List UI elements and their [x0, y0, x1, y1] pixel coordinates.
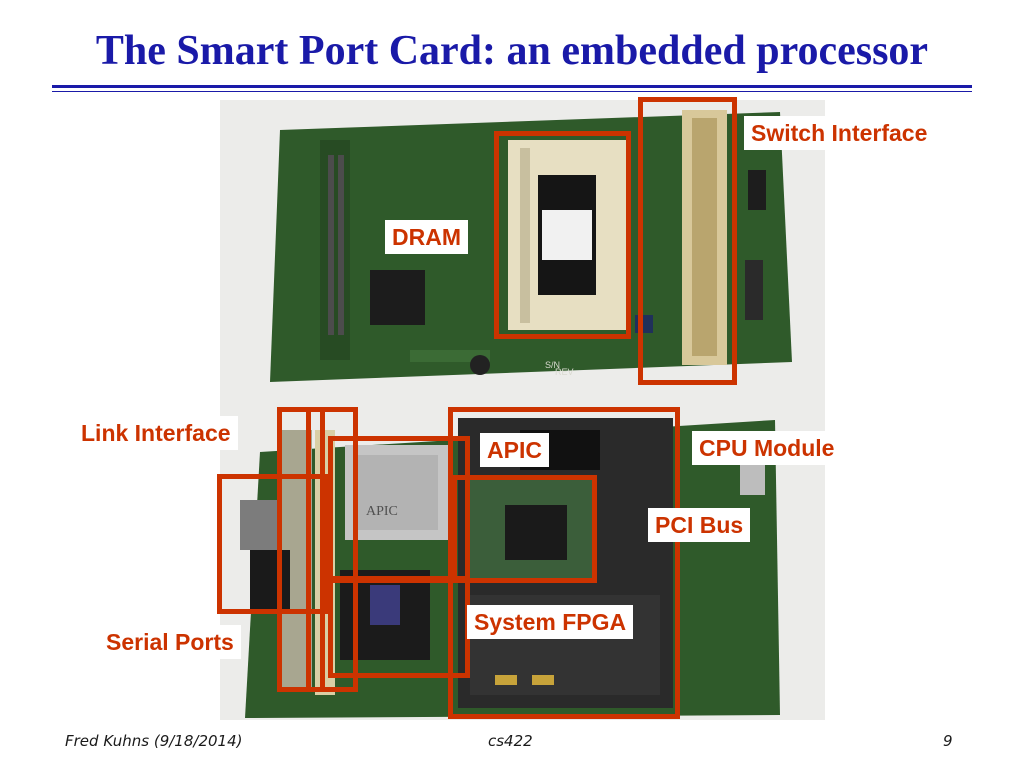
serial-ports-highlight — [217, 474, 329, 614]
system-fpga-highlight — [328, 576, 470, 678]
link-interface-highlight-b — [306, 407, 358, 692]
system-fpga-label: System FPGA — [467, 605, 634, 640]
apic-label: APIC — [480, 433, 549, 468]
dram-highlight — [494, 131, 631, 339]
cpu-module-highlight — [448, 407, 680, 719]
slide-title: The Smart Port Card: an embedded process… — [95, 28, 929, 74]
pci-bus-label: PCI Bus — [648, 508, 751, 543]
title-underline-thin — [52, 91, 972, 92]
switch-interface-highlight — [638, 97, 737, 385]
slide-page-number: 9 — [943, 732, 953, 750]
link-interface-label: Link Interface — [74, 416, 238, 451]
silkscreen-rev: REV — [555, 367, 574, 377]
serial-ports-label: Serial Ports — [99, 625, 241, 660]
switch-interface-label: Switch Interface — [744, 116, 935, 151]
bottom-board: APIC — [240, 418, 780, 718]
silkscreen-sn: S/N — [545, 360, 560, 370]
pci-bus-highlight — [452, 475, 597, 583]
link-interface-highlight-a — [277, 407, 325, 692]
footer-course: cs422 — [488, 732, 533, 750]
smart-port-card-photo: S/N REV APIC — [220, 100, 825, 720]
footer-author-date: Fred Kuhns (9/18/2014) — [65, 732, 243, 750]
apic-chip-marking: APIC — [366, 504, 398, 519]
dram-label: DRAM — [385, 220, 468, 255]
title-underline-thick — [52, 85, 972, 88]
top-board: S/N REV — [270, 110, 792, 382]
cpu-module-label: CPU Module — [692, 431, 842, 466]
